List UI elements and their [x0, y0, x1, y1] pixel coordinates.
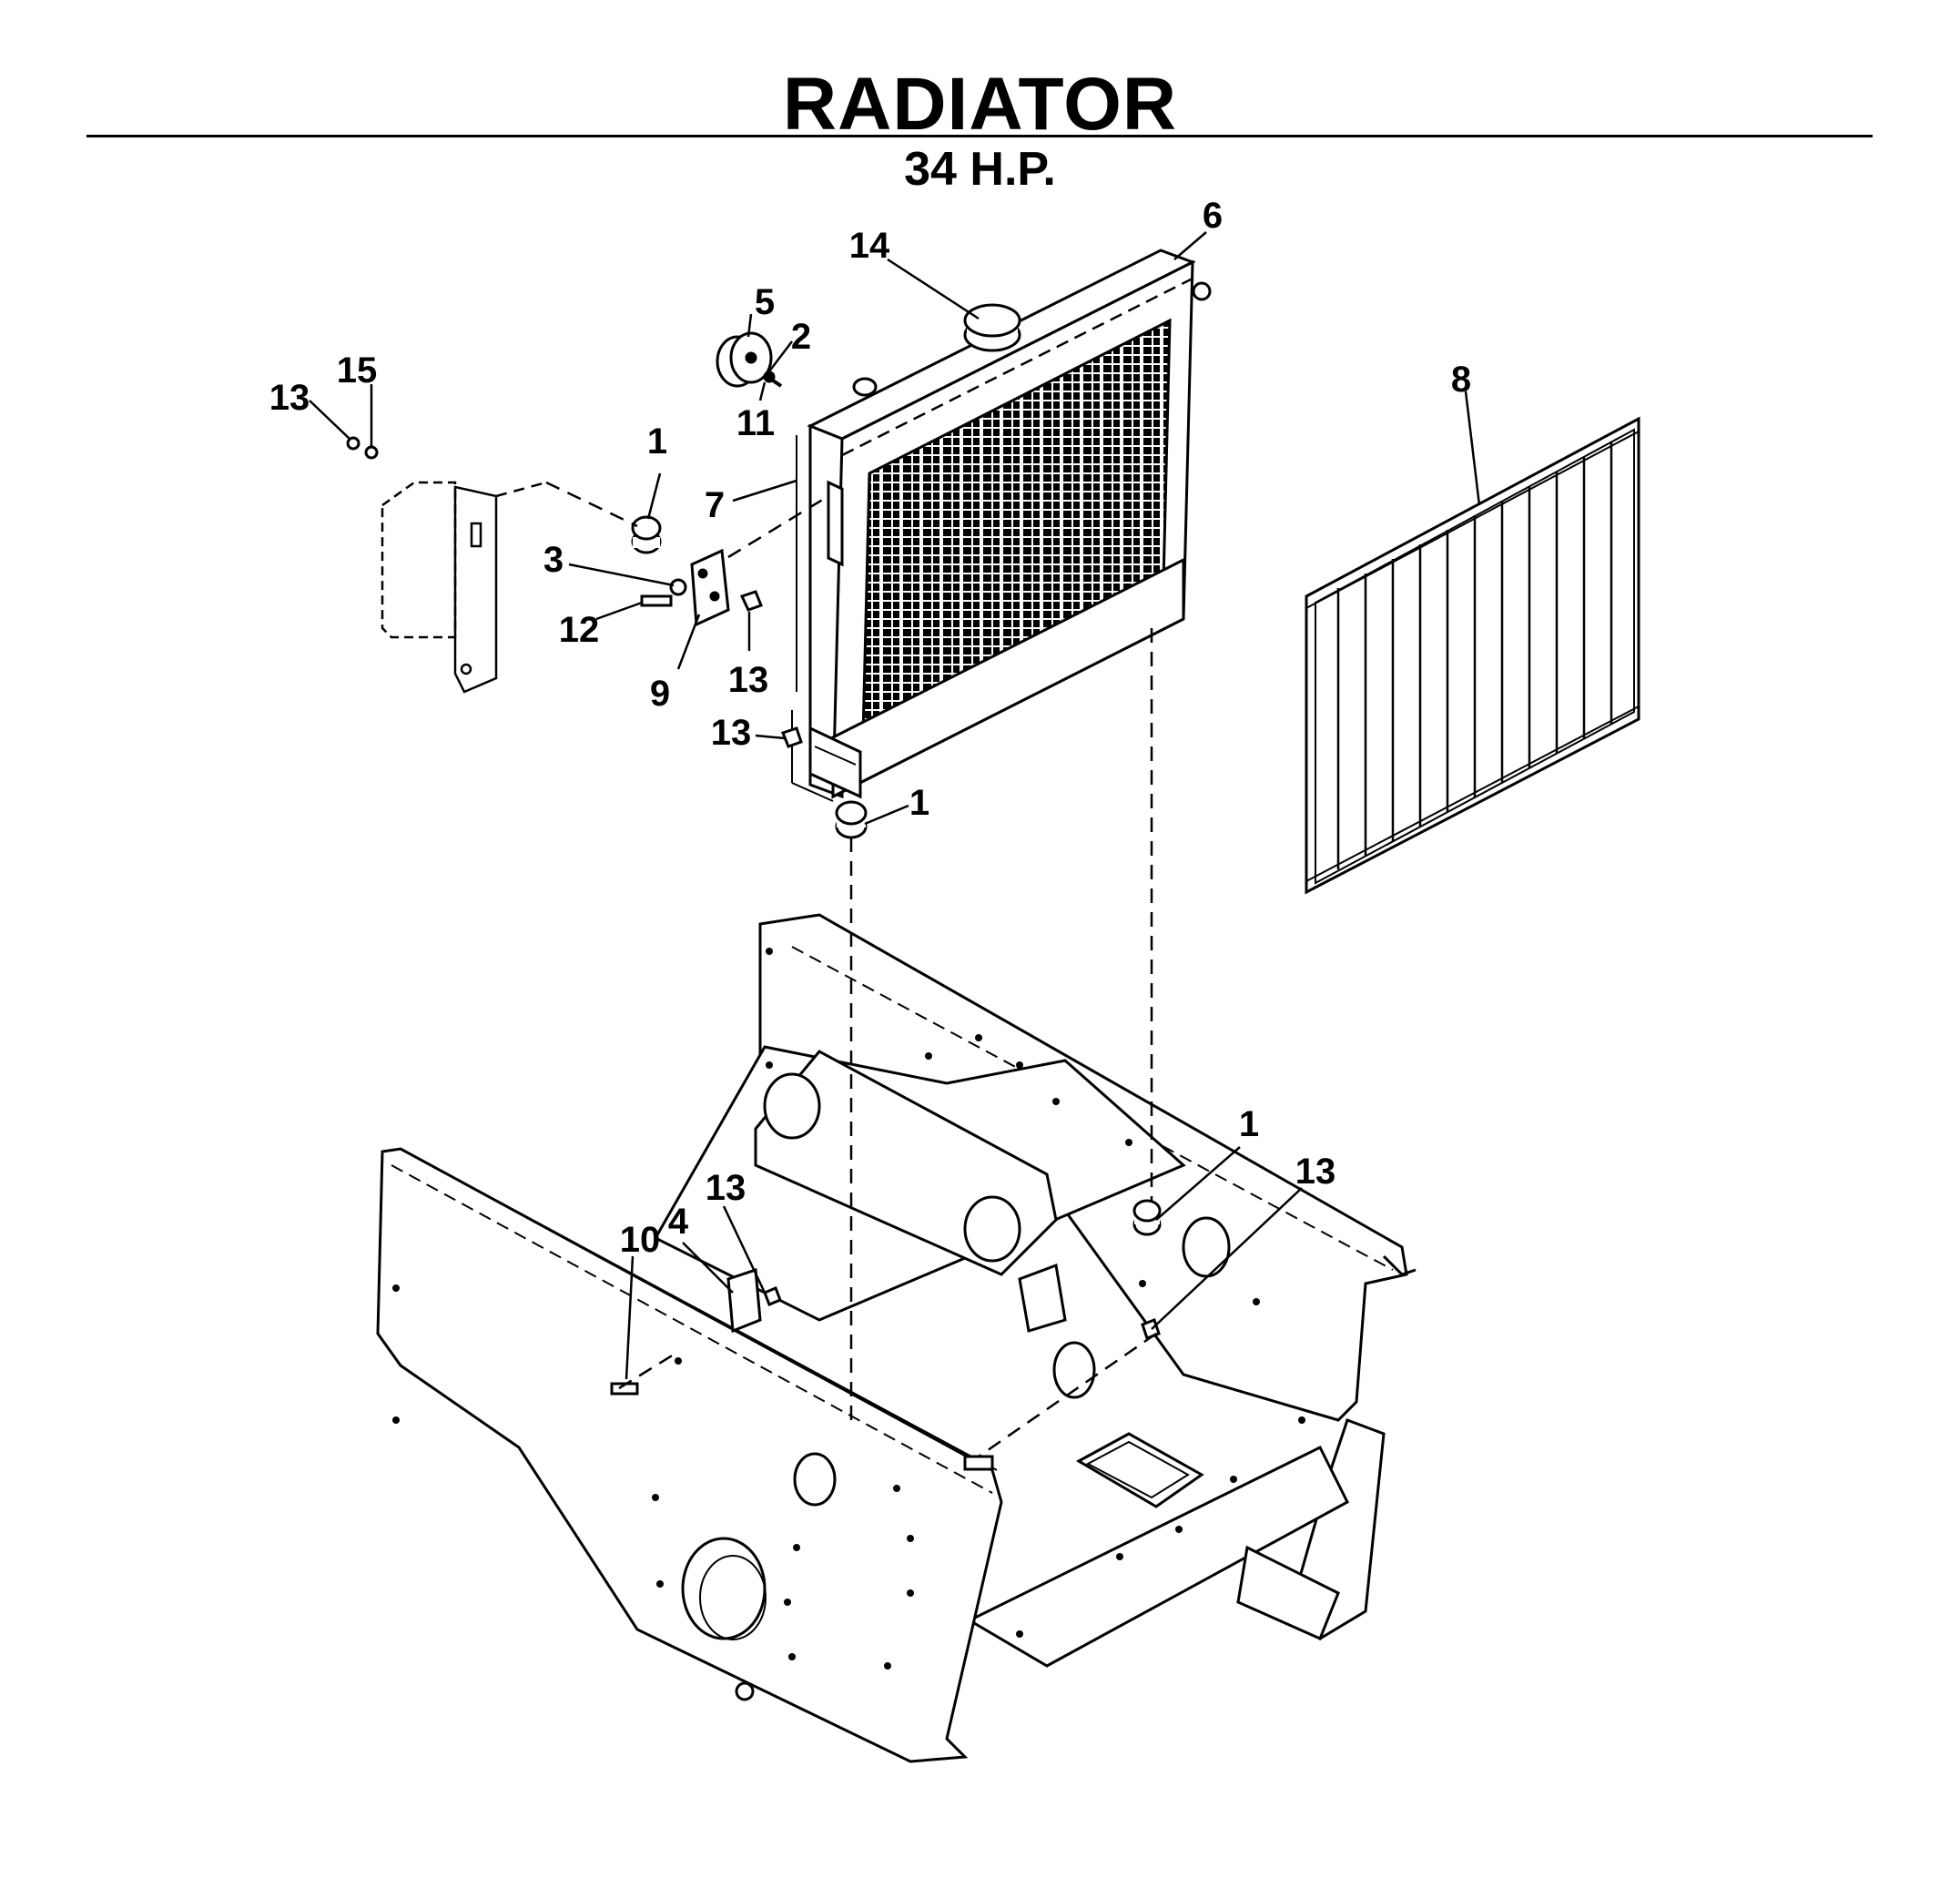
- callout-12: 12: [559, 610, 600, 650]
- mount-bracket: [346, 436, 763, 627]
- callout-13-bracket: 13: [728, 660, 769, 700]
- callouts: 14 6 5 2 11 15 13 1 7 3 12 9 13 13 1 8 1…: [269, 196, 1471, 1260]
- callout-15: 15: [337, 350, 378, 391]
- callout-3: 3: [543, 540, 564, 580]
- leader-lines: [309, 231, 1481, 1380]
- callout-13-chassis-left: 13: [706, 1168, 746, 1208]
- radiator-screen: [1305, 416, 1640, 895]
- callout-10: 10: [620, 1220, 661, 1260]
- callout-1-lower: 1: [909, 783, 929, 823]
- callout-14: 14: [849, 226, 890, 266]
- side-shroud-panel: [381, 481, 547, 694]
- fan-spacer: [716, 331, 783, 388]
- title-rule: [86, 135, 1873, 137]
- callout-13-radiator: 13: [711, 713, 752, 753]
- chassis-holes: [392, 948, 1305, 1670]
- callout-13-chassis-right: 13: [1295, 1152, 1336, 1192]
- callout-1-chassis: 1: [1239, 1104, 1259, 1144]
- chassis-frame: [376, 913, 1417, 1763]
- callout-6: 6: [1203, 196, 1223, 236]
- callout-2: 2: [791, 317, 811, 357]
- callout-8: 8: [1451, 360, 1471, 400]
- alignment-lines: [545, 481, 1157, 1458]
- callout-7: 7: [705, 485, 725, 525]
- callout-9: 9: [650, 674, 670, 714]
- callout-5: 5: [755, 282, 775, 322]
- page-title: RADIATOR: [782, 63, 1178, 146]
- callout-11: 11: [736, 403, 775, 443]
- page-subtitle: 34 H.P.: [904, 143, 1056, 196]
- callout-4: 4: [668, 1202, 689, 1242]
- callout-13-top-left: 13: [269, 378, 310, 418]
- radiator-core: [791, 249, 1212, 802]
- callout-1-upper: 1: [647, 421, 667, 462]
